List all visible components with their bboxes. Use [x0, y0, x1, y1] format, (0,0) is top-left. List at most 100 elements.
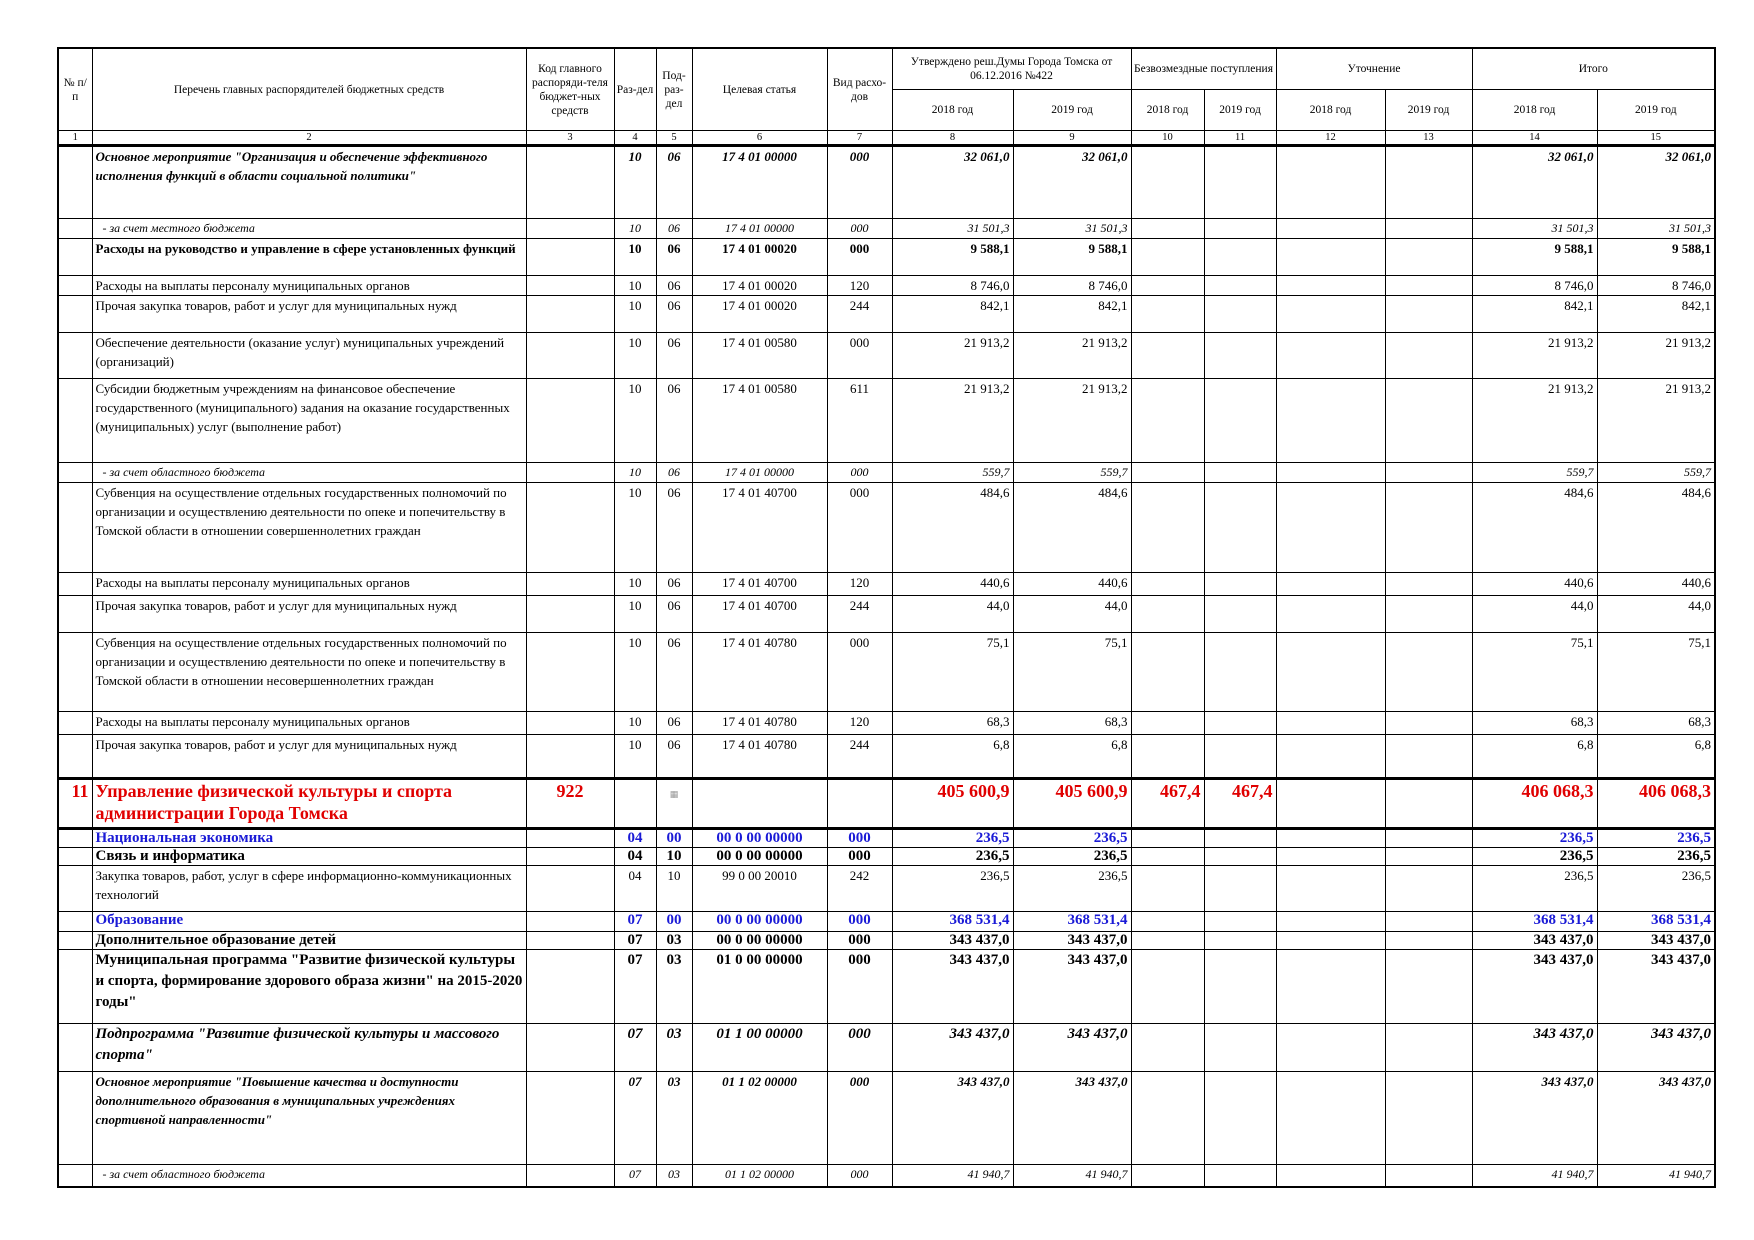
cell-no: [57, 595, 93, 633]
cell-total-2018: 6,8: [1471, 734, 1598, 779]
cell-free-2018: [1130, 218, 1205, 239]
header-approved-2018: 2018 год: [891, 89, 1014, 131]
cell-approved-2019: 842,1: [1012, 295, 1132, 333]
table-row: Субвенция на осуществление отдельных гос…: [57, 632, 1716, 712]
cell-code: [525, 332, 615, 379]
cell-target: 17 4 01 00020: [691, 238, 828, 276]
cell-free-2018: [1130, 595, 1205, 633]
cell-approved-2019: 44,0: [1012, 595, 1132, 633]
cell-clarify-2019: [1384, 145, 1473, 219]
cell-target: 17 4 01 00580: [691, 378, 828, 463]
cell-no: [57, 1164, 93, 1187]
cell-total-2019: 559,7: [1596, 462, 1716, 483]
cell-no: [57, 482, 93, 573]
cell-free-2019: [1203, 847, 1277, 866]
cell-clarify-2019: [1384, 632, 1473, 712]
cell-section: 07: [613, 949, 657, 1024]
cell-approved-2019: 8 746,0: [1012, 275, 1132, 296]
cell-clarify-2018: [1275, 734, 1386, 779]
cell-total-2019: 68,3: [1596, 711, 1716, 735]
col-number: 1: [57, 130, 93, 147]
cell-target: 00 0 00 00000: [691, 828, 828, 848]
cell-section: 07: [613, 1164, 657, 1187]
cell-section: 10: [613, 595, 657, 633]
cell-no: [57, 931, 93, 950]
header-clarify: Уточнение: [1275, 47, 1473, 90]
cell-approved-2018: 44,0: [891, 595, 1014, 633]
header-clarify-2018: 2018 год: [1275, 89, 1386, 131]
cell-free-2019: [1203, 378, 1277, 463]
table-row: Расходы на выплаты персоналу муниципальн…: [57, 711, 1716, 735]
cell-approved-2018: 31 501,3: [891, 218, 1014, 239]
cell-free-2018: [1130, 238, 1205, 276]
cell-total-2019: 32 061,0: [1596, 145, 1716, 219]
cell-free-2019: [1203, 238, 1277, 276]
cell-free-2019: 467,4: [1203, 777, 1277, 830]
col-number: 12: [1275, 130, 1386, 147]
cell-type: 000: [826, 218, 893, 239]
col-number: 15: [1596, 130, 1716, 147]
cell-total-2019: 31 501,3: [1596, 218, 1716, 239]
cell-target: 00 0 00 00000: [691, 847, 828, 866]
cell-approved-2018: 236,5: [891, 847, 1014, 866]
cell-subsection: ▦: [655, 777, 693, 830]
cell-name: Расходы на выплаты персоналу муниципальн…: [91, 711, 527, 735]
cell-free-2018: [1130, 865, 1205, 912]
cell-clarify-2019: [1384, 462, 1473, 483]
cell-type: 000: [826, 1023, 893, 1072]
header-no: № п/п: [57, 47, 93, 131]
cell-no: [57, 949, 93, 1024]
cell-section: 10: [613, 711, 657, 735]
cell-free-2018: [1130, 1071, 1205, 1165]
col-number: 7: [826, 130, 893, 147]
cell-section: 10: [613, 238, 657, 276]
cell-clarify-2019: [1384, 295, 1473, 333]
header-type: Вид расхо-дов: [826, 47, 893, 131]
cell-name: Национальная экономика: [91, 828, 527, 848]
cell-total-2019: 8 746,0: [1596, 275, 1716, 296]
cell-total-2019: 236,5: [1596, 865, 1716, 912]
cell-total-2018: 406 068,3: [1471, 777, 1598, 830]
cell-clarify-2018: [1275, 572, 1386, 596]
cell-no: [57, 218, 93, 239]
cell-approved-2018: 343 437,0: [891, 1023, 1014, 1072]
table-row: Обеспечение деятельности (оказание услуг…: [57, 332, 1716, 379]
cell-subsection: 00: [655, 828, 693, 848]
cell-clarify-2019: [1384, 572, 1473, 596]
cell-clarify-2019: [1384, 734, 1473, 779]
cell-type: 611: [826, 378, 893, 463]
cell-clarify-2019: [1384, 275, 1473, 296]
cell-free-2018: [1130, 949, 1205, 1024]
cell-subsection: 10: [655, 847, 693, 866]
table-row: Связь и информатика 04 10 00 0 00 00000 …: [57, 847, 1716, 866]
cell-approved-2018: 368 531,4: [891, 911, 1014, 932]
cell-clarify-2019: [1384, 949, 1473, 1024]
cell-no: [57, 378, 93, 463]
cell-no: [57, 1071, 93, 1165]
cell-no: [57, 572, 93, 596]
cell-total-2019: 21 913,2: [1596, 378, 1716, 463]
cell-free-2018: [1130, 332, 1205, 379]
cell-section: 07: [613, 1023, 657, 1072]
cell-approved-2019: 343 437,0: [1012, 931, 1132, 950]
table-row: Расходы на выплаты персоналу муниципальн…: [57, 572, 1716, 596]
cell-code: [525, 145, 615, 219]
col-number: 3: [525, 130, 615, 147]
table-row: Подпрограмма "Развитие физической культу…: [57, 1023, 1716, 1072]
cell-section: 10: [613, 572, 657, 596]
cell-type: 000: [826, 145, 893, 219]
cell-subsection: 03: [655, 1164, 693, 1187]
cell-total-2018: 842,1: [1471, 295, 1598, 333]
cell-approved-2018: 559,7: [891, 462, 1014, 483]
cell-free-2018: [1130, 828, 1205, 848]
col-number: 9: [1012, 130, 1132, 147]
cell-approved-2018: 343 437,0: [891, 931, 1014, 950]
cell-name: Субсидии бюджетным учреждениям на финанс…: [91, 378, 527, 463]
cell-total-2019: 484,6: [1596, 482, 1716, 573]
cell-subsection: 06: [655, 332, 693, 379]
cell-target: 01 1 02 00000: [691, 1164, 828, 1187]
cell-code: [525, 847, 615, 866]
cell-free-2019: [1203, 1164, 1277, 1187]
table-row: Национальная экономика 04 00 00 0 00 000…: [57, 828, 1716, 848]
header-subsection: Под-раз-дел: [655, 47, 693, 131]
